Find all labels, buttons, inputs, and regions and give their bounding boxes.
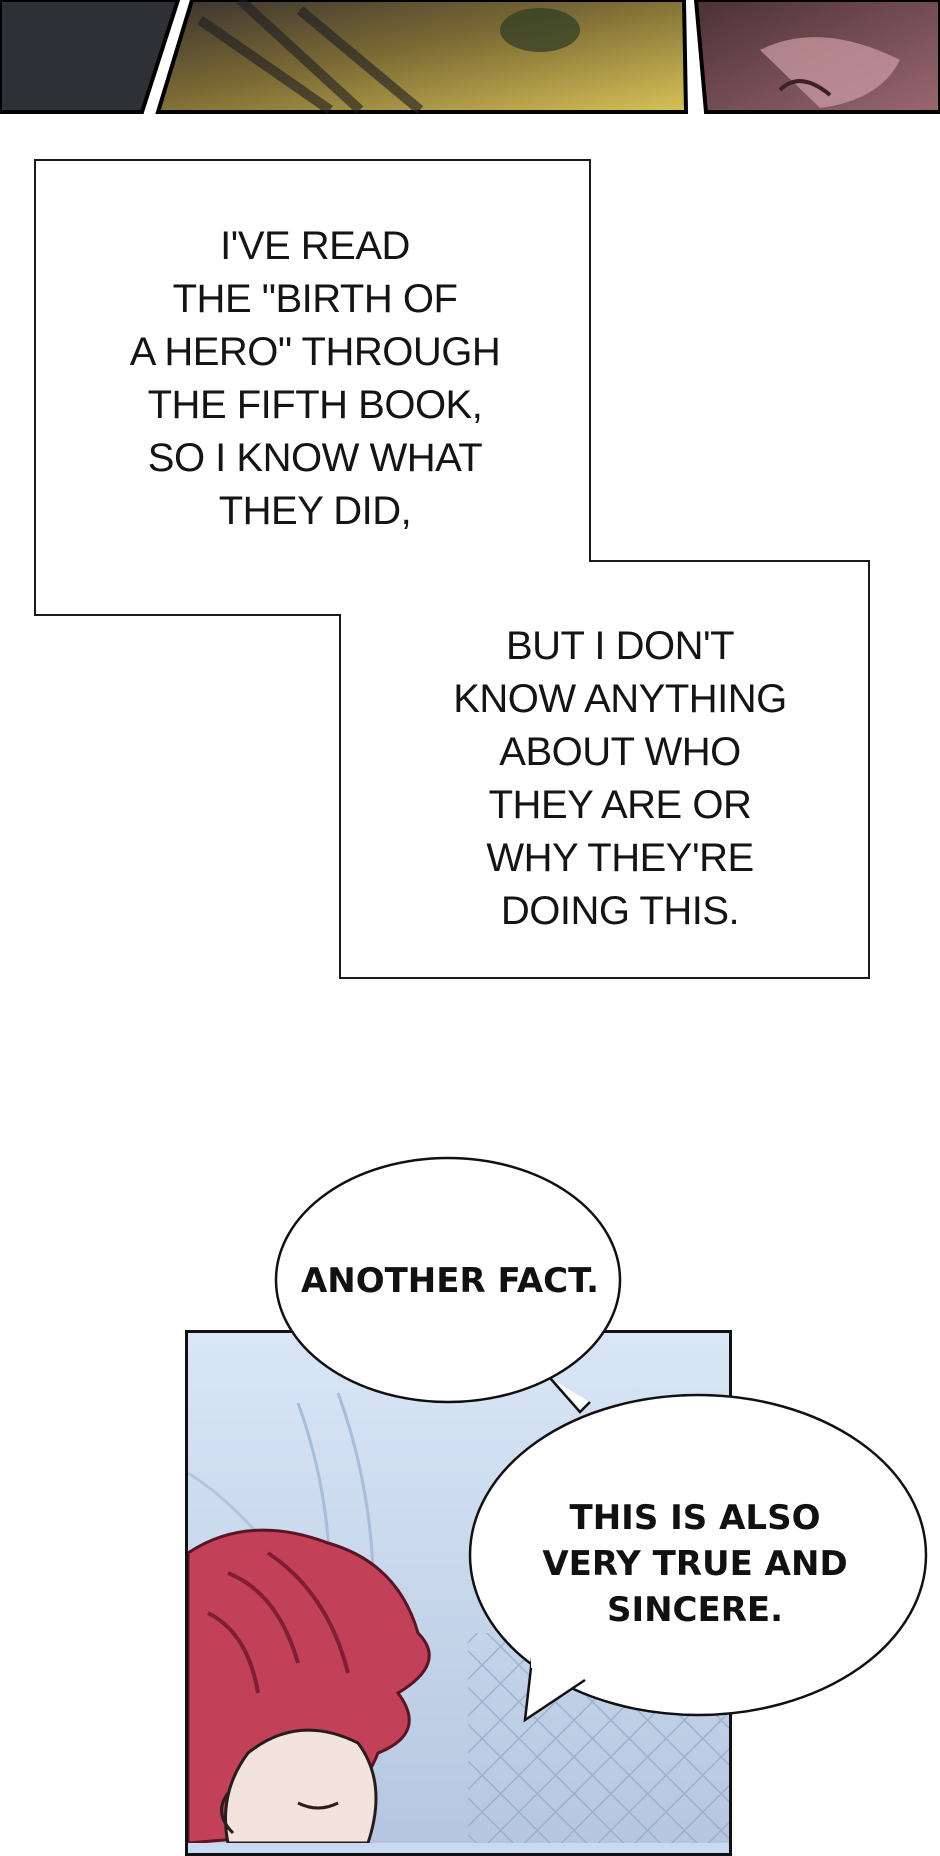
top-panel-left bbox=[0, 0, 181, 114]
speech-bubble-2-shape bbox=[468, 1393, 928, 1723]
character-face bbox=[224, 1728, 378, 1845]
narration-caption-2: BUT I DON'T KNOW ANYTHING ABOUT WHO THEY… bbox=[453, 624, 787, 933]
speech-bubble-1-text: ANOTHER FACT. bbox=[300, 1261, 600, 1301]
speech-bubble-2-text: THIS IS ALSO VERY TRUE AND SINCERE. bbox=[542, 1498, 848, 1630]
narration-caption-1: I'VE READ THE "BIRTH OF A HERO" THROUGH … bbox=[129, 224, 501, 533]
top-panel-strip bbox=[0, 0, 940, 115]
speech-bubble-1-shape bbox=[274, 1156, 622, 1414]
caption-boxes-outline bbox=[34, 159, 870, 979]
